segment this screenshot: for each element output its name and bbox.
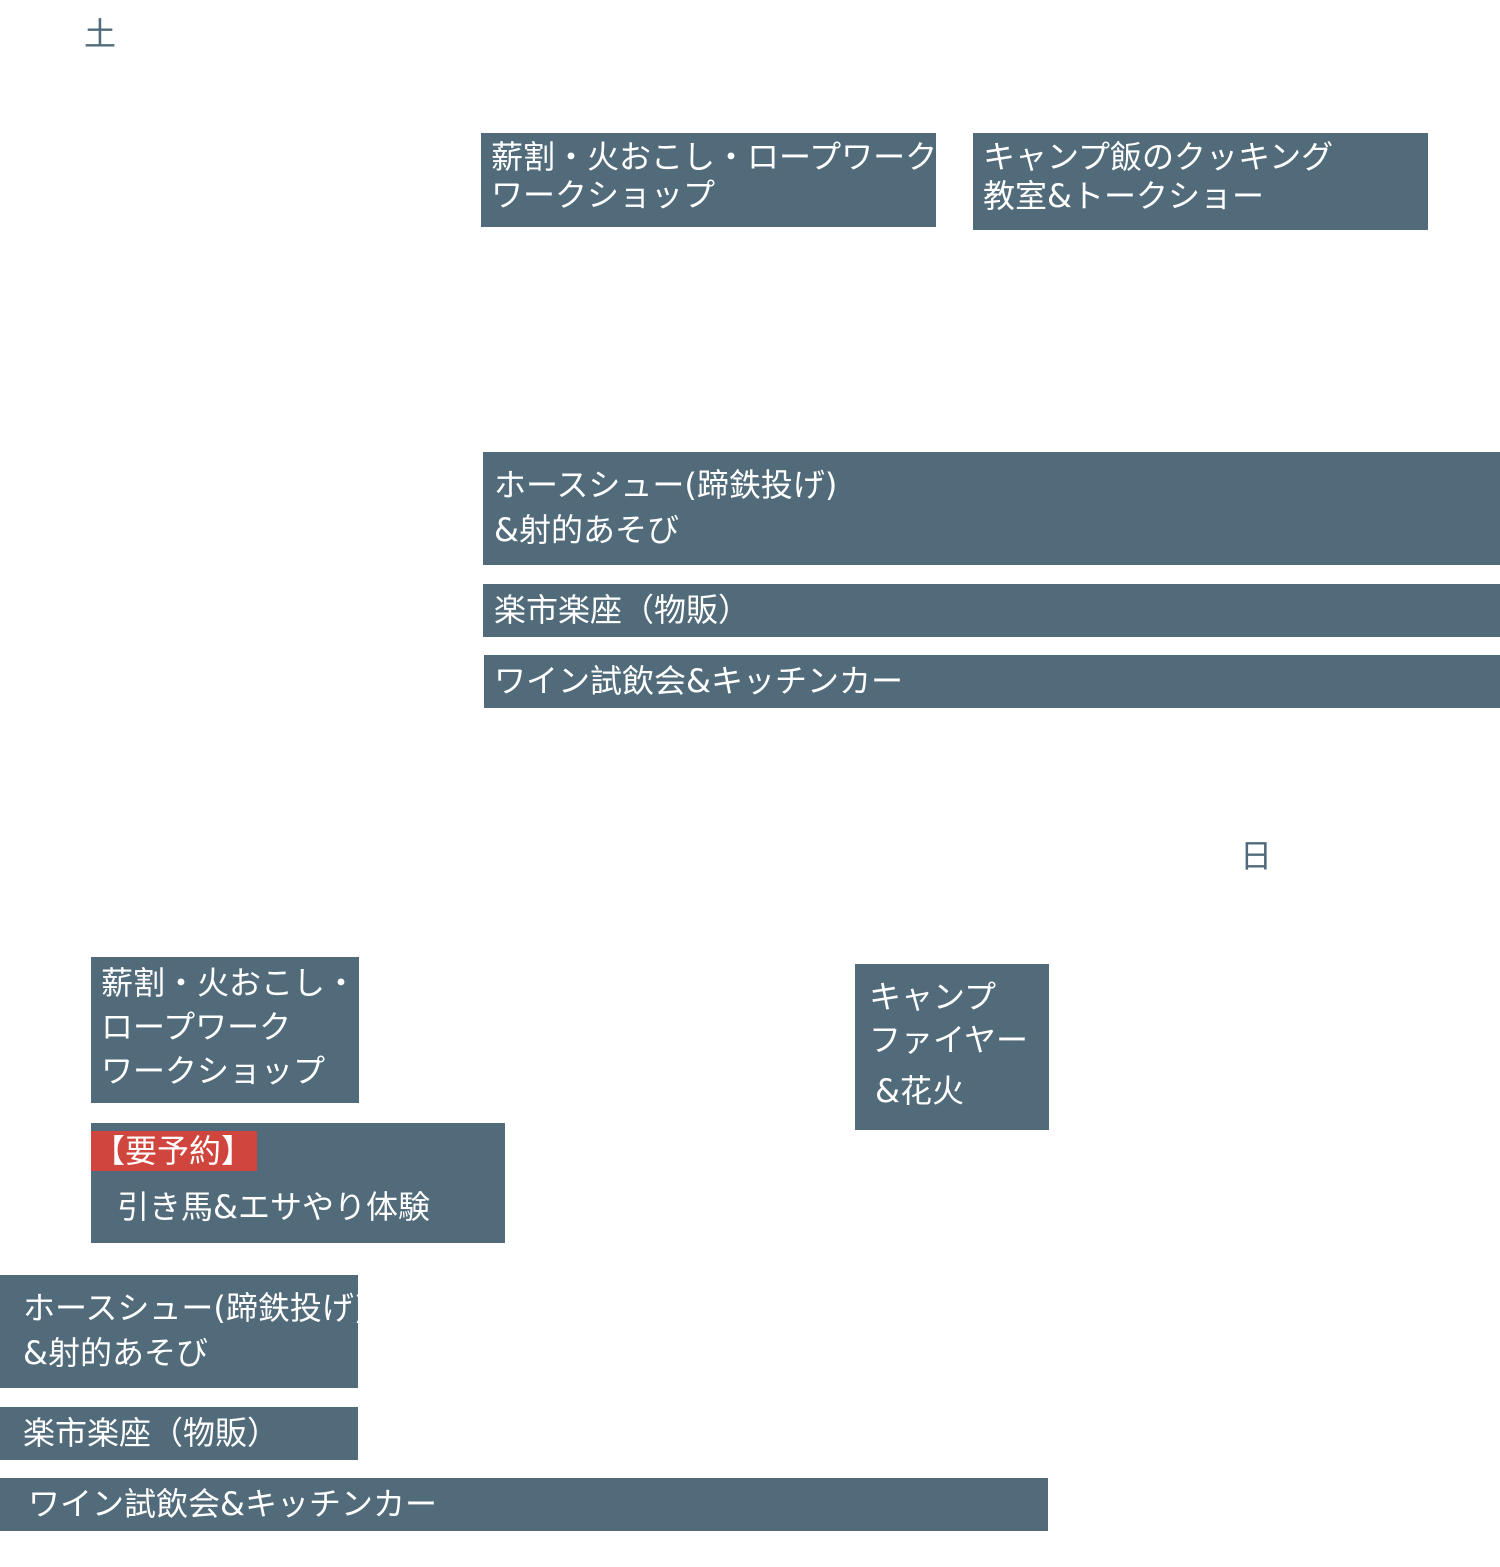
reservation-required-badge: 【要予約】 <box>91 1131 257 1171</box>
event-title-line-2: ファイヤー <box>869 1021 1029 1059</box>
event-title-line-1: 楽市楽座（物販） <box>494 591 751 629</box>
event-camp-cooking-saturday[interactable]: キャンプ飯のクッキング 教室&トークショー <box>973 133 1428 230</box>
event-title-line-2: ロープワーク <box>101 1008 292 1046</box>
event-title-line-3: &花火 <box>875 1072 964 1110</box>
event-title-line-2: &射的あそび <box>494 511 679 549</box>
day-label-sunday: 日 <box>1240 837 1273 875</box>
event-title-line-2: 教室&トークショー <box>983 177 1264 215</box>
day-label-saturday: 土 <box>84 15 117 53</box>
event-wine-saturday[interactable]: ワイン試飲会&キッチンカー <box>484 655 1500 708</box>
event-title-line-3: ワークショップ <box>101 1052 326 1090</box>
event-wine-sunday[interactable]: ワイン試飲会&キッチンカー <box>0 1478 1048 1531</box>
event-title-line-1: ワイン試飲会&キッチンカー <box>28 1485 437 1523</box>
event-title-line-1: 薪割・火おこし・ <box>101 964 358 1002</box>
event-title-line-1: キャンプ <box>869 978 997 1016</box>
event-title-line-1: ホースシュー(蹄鉄投げ) <box>23 1289 358 1327</box>
event-campfire-sunday[interactable]: キャンプ ファイヤー &花火 <box>855 964 1049 1130</box>
event-title-line-1: キャンプ飯のクッキング <box>983 138 1334 176</box>
event-title-line-1: 薪割・火おこし・ロープワーク <box>491 138 936 176</box>
event-title-line-1: 楽市楽座（物販） <box>23 1414 280 1452</box>
event-horseshoe-saturday[interactable]: ホースシュー(蹄鉄投げ) &射的あそび <box>483 452 1500 565</box>
event-title-line-1: ワイン試飲会&キッチンカー <box>494 662 903 700</box>
event-market-saturday[interactable]: 楽市楽座（物販） <box>483 584 1500 637</box>
event-woodcraft-workshop-sunday[interactable]: 薪割・火おこし・ ロープワーク ワークショップ <box>91 957 359 1103</box>
event-market-sunday[interactable]: 楽市楽座（物販） <box>0 1407 358 1460</box>
event-title-line-1: 引き馬&エサやり体験 <box>117 1188 430 1226</box>
event-title-line-2: ワークショップ <box>491 176 716 214</box>
event-title-line-1: ホースシュー(蹄鉄投げ) <box>494 466 838 504</box>
event-horse-feeding-sunday[interactable]: 【要予約】 引き馬&エサやり体験 <box>91 1123 505 1243</box>
event-horseshoe-sunday[interactable]: ホースシュー(蹄鉄投げ) &射的あそび <box>0 1275 358 1388</box>
event-title-line-2: &射的あそび <box>23 1334 208 1372</box>
event-woodcraft-workshop-saturday[interactable]: 薪割・火おこし・ロープワーク ワークショップ <box>481 133 936 227</box>
